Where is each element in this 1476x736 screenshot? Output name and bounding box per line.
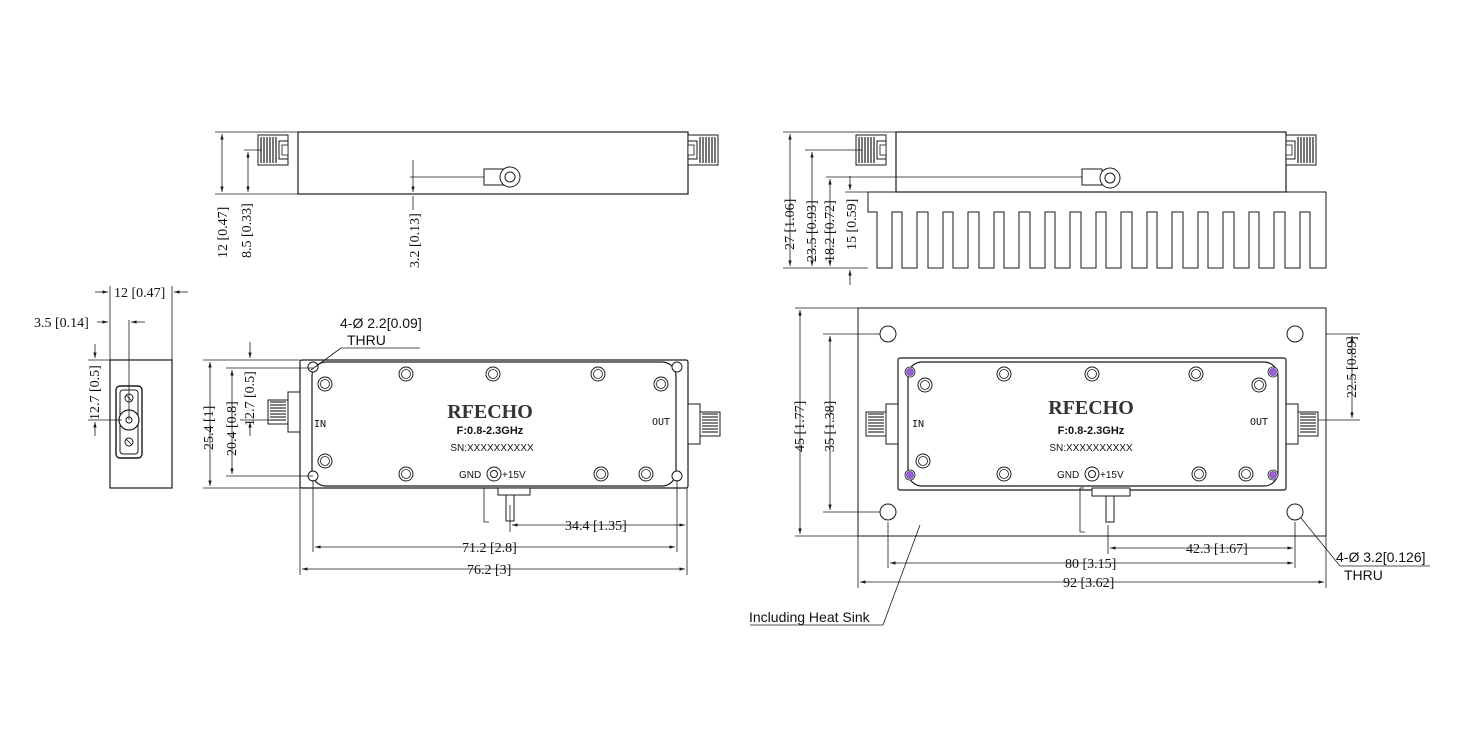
power-label: +15V — [502, 470, 526, 481]
sma-connector-icon — [1285, 403, 1319, 445]
gnd-label: GND — [459, 470, 481, 481]
sma-connector-icon — [257, 134, 289, 166]
heatsink-top-view: RFECHO F:0.8-2.3GHz SN:XXXXXXXXXX IN OUT… — [749, 307, 1430, 626]
in-label: IN — [314, 419, 326, 430]
power-label: +15V — [1100, 470, 1124, 481]
power-pin-icon — [483, 487, 531, 523]
gnd-label: GND — [1057, 470, 1079, 481]
sma-connector-icon — [687, 134, 719, 166]
hs-length-dim: 92 [3.62] — [1063, 576, 1114, 591]
mount-hole-icon — [671, 470, 683, 482]
accent-screw-icon — [1267, 469, 1279, 481]
sma-connector-icon — [267, 391, 301, 433]
brand-label: RFECHO — [1048, 397, 1134, 419]
side-connector-height-dim: 8.5 [0.33] — [240, 203, 255, 258]
hs-connector-height-dim: 23.5 [0.93] — [805, 200, 820, 262]
power-pin-icon — [1079, 487, 1131, 533]
hs-hole-callout: 4-Ø 3.2[0.126] — [1336, 549, 1426, 565]
screw-icon — [317, 376, 333, 392]
hs-fin-height-dim: 15 [0.59] — [845, 199, 860, 250]
side-pin-height-dim: 3.2 [0.13] — [408, 213, 423, 268]
heatsink-base-plate — [857, 307, 1327, 537]
screw-icon — [590, 366, 606, 382]
hs-hole-spacing-v-dim: 35 [1.38] — [823, 401, 838, 452]
mount-hole-icon — [1286, 503, 1304, 521]
sma-connector-icon — [1285, 134, 1317, 166]
power-pin-icon — [410, 166, 521, 188]
mount-hole-icon — [879, 325, 897, 343]
in-label: IN — [912, 419, 924, 430]
screw-icon — [638, 466, 654, 482]
top-width-dim: 25.4 [1] — [202, 406, 217, 450]
end-view: 12 [0.47] 3.5 [0.14] 12.7 [0.5] — [34, 286, 188, 489]
hs-total-height-dim: 27 [1.06] — [783, 199, 798, 250]
sma-connector-icon — [865, 403, 899, 445]
screw-icon — [653, 376, 669, 392]
heatsink-side-view: 27 [1.06] 23.5 [0.93] 18.2 [0.72] 15 [0.… — [783, 131, 1327, 285]
top-view-lid — [311, 361, 677, 487]
hs-hole-thru-label: THRU — [1344, 567, 1383, 583]
hs-pin-height-dim: 18.2 [0.72] — [823, 200, 838, 262]
serial-label: SN:XXXXXXXXXX — [1049, 443, 1133, 454]
screw-icon — [915, 453, 931, 469]
hole-callout: 4-Ø 2.2[0.09] — [340, 315, 422, 331]
accent-screw-icon — [904, 366, 916, 378]
top-hole-spacing-v-dim: 20.4 [0.8] — [225, 401, 240, 456]
accent-screw-icon — [1267, 366, 1279, 378]
top-view: RFECHO F:0.8-2.3GHz SN:XXXXXXXXXX IN OUT… — [202, 315, 721, 578]
top-pin-offset-dim: 34.4 [1.35] — [565, 519, 627, 534]
screw-icon — [1251, 377, 1267, 393]
screw-icon — [996, 366, 1012, 382]
heat-sink-note: Including Heat Sink — [749, 609, 871, 625]
freq-label: F:0.8-2.3GHz — [1058, 425, 1125, 437]
screw-icon — [996, 466, 1012, 482]
screw-icon — [1191, 466, 1207, 482]
top-length-dim: 76.2 [3] — [467, 563, 511, 578]
screw-icon — [1238, 466, 1254, 482]
screw-icon — [398, 466, 414, 482]
side-height-dim: 12 [0.47] — [216, 207, 231, 258]
hs-connector-offset-dim: 22.5 [0.89] — [1345, 336, 1360, 398]
screw-icon — [917, 377, 933, 393]
mount-hole-icon — [307, 361, 319, 373]
hs-hole-spacing-h-dim: 80 [3.15] — [1065, 557, 1116, 572]
hs-pin-offset-dim: 42.3 [1.67] — [1186, 542, 1248, 557]
power-pin-icon — [1008, 167, 1121, 189]
screw-icon — [485, 366, 501, 382]
end-connector-height-dim: 12.7 [0.5] — [88, 365, 103, 420]
mount-hole-icon — [671, 361, 683, 373]
screw-icon — [1188, 366, 1204, 382]
screw-icon — [1084, 366, 1100, 382]
sma-connector-icon — [687, 403, 721, 445]
out-label: OUT — [1250, 417, 1268, 428]
hs-height-dim: 45 [1.77] — [793, 401, 808, 452]
serial-label: SN:XXXXXXXXXX — [450, 443, 534, 454]
brand-label: RFECHO — [447, 401, 533, 423]
out-label: OUT — [652, 417, 670, 428]
heatsink-fins-icon — [867, 191, 1327, 269]
end-width-dim: 12 [0.47] — [114, 286, 165, 301]
end-offset-dim: 3.5 [0.14] — [34, 316, 89, 331]
mount-hole-icon — [1286, 325, 1304, 343]
top-connector-offset-dim: 12.7 [0.5] — [243, 371, 258, 426]
mount-hole-icon — [879, 503, 897, 521]
hole-thru-label: THRU — [347, 332, 386, 348]
screw-icon — [398, 366, 414, 382]
top-hole-spacing-h-dim: 71.2 [2.8] — [462, 541, 517, 556]
side-view: 12 [0.47] 8.5 [0.33] 3.2 [0.13] — [215, 131, 719, 268]
heatsink-top-lid — [907, 361, 1279, 487]
screw-icon — [317, 453, 333, 469]
freq-label: F:0.8-2.3GHz — [457, 425, 524, 437]
accent-screw-icon — [904, 469, 916, 481]
screw-icon — [593, 466, 609, 482]
